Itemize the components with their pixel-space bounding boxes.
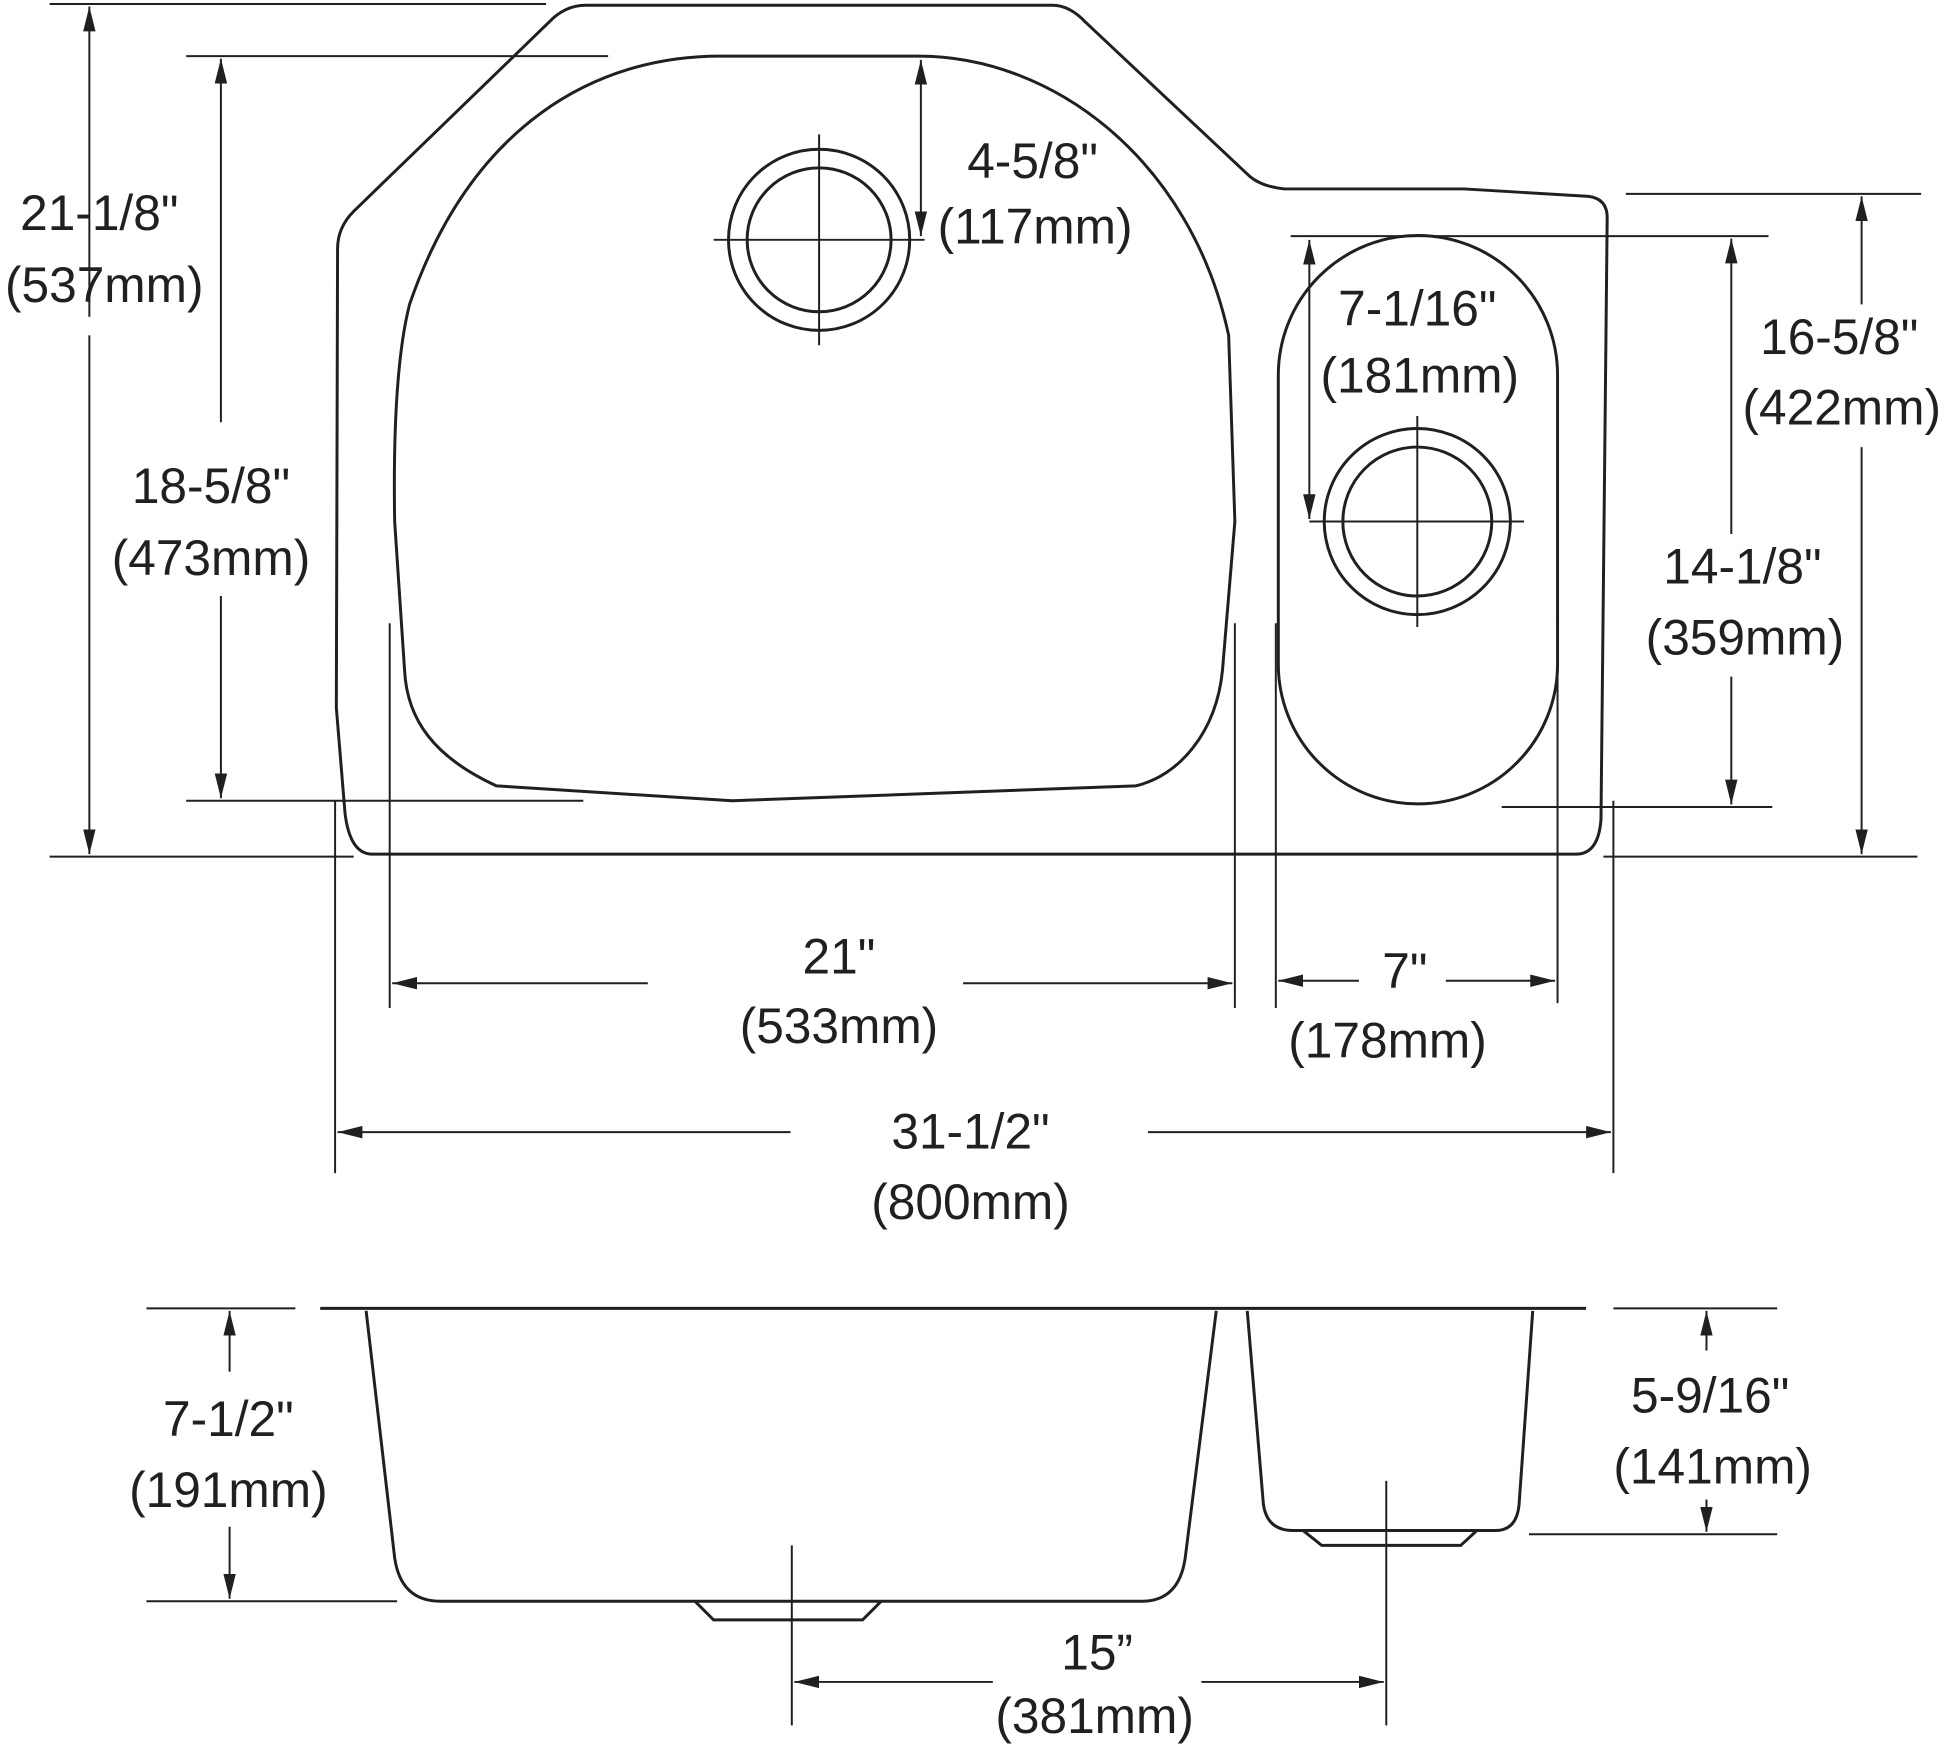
small-bowl-width-imperial: 7" xyxy=(1382,943,1427,999)
large-bowl-height-imperial: 7-1/2" xyxy=(163,1391,294,1447)
drain-spacing-metric: (381mm) xyxy=(995,1688,1194,1744)
large-bowl xyxy=(392,54,1237,803)
right-ledge-depth-metric: (422mm) xyxy=(1742,380,1941,436)
right-ledge-depth-imperial: 16-5/8" xyxy=(1760,309,1918,365)
small-bowl-depth-metric: (359mm) xyxy=(1646,609,1845,665)
large-bowl-height-metric: (191mm) xyxy=(129,1462,328,1518)
large-bowl-width-metric: (533mm) xyxy=(740,998,939,1054)
overall-depth-imperial: 21-1/8" xyxy=(20,185,178,241)
small-drain-offset-imperial: 7-1/16" xyxy=(1338,280,1496,336)
overall-width-metric: (800mm) xyxy=(871,1174,1070,1230)
small-drain xyxy=(1309,416,1525,628)
large-drain-offset-imperial: 4-5/8" xyxy=(967,133,1098,189)
small-drain-offset-metric: (181mm) xyxy=(1321,347,1520,403)
dimension-lines xyxy=(49,3,1922,1174)
large-drain xyxy=(713,134,925,346)
large-bowl-depth-metric: (473mm) xyxy=(112,530,311,586)
drain-spacing-imperial: 15” xyxy=(1061,1625,1133,1681)
side-dimension-lines xyxy=(146,1307,1778,1726)
small-bowl-width-metric: (178mm) xyxy=(1288,1013,1487,1069)
large-bowl-width-imperial: 21" xyxy=(803,928,876,984)
small-bowl-height-metric: (141mm) xyxy=(1613,1438,1812,1494)
small-bowl-height-imperial: 5-9/16" xyxy=(1631,1368,1789,1424)
small-bowl-depth-imperial: 14-1/8" xyxy=(1663,539,1821,595)
overall-depth-metric: (537mm) xyxy=(5,257,204,313)
large-bowl-depth-imperial: 18-5/8" xyxy=(132,458,290,514)
sink-outline xyxy=(334,3,1609,856)
small-bowl-profile xyxy=(1245,1310,1535,1547)
large-drain-offset-metric: (117mm) xyxy=(938,199,1133,255)
overall-width-imperial: 31-1/2" xyxy=(891,1103,1049,1159)
